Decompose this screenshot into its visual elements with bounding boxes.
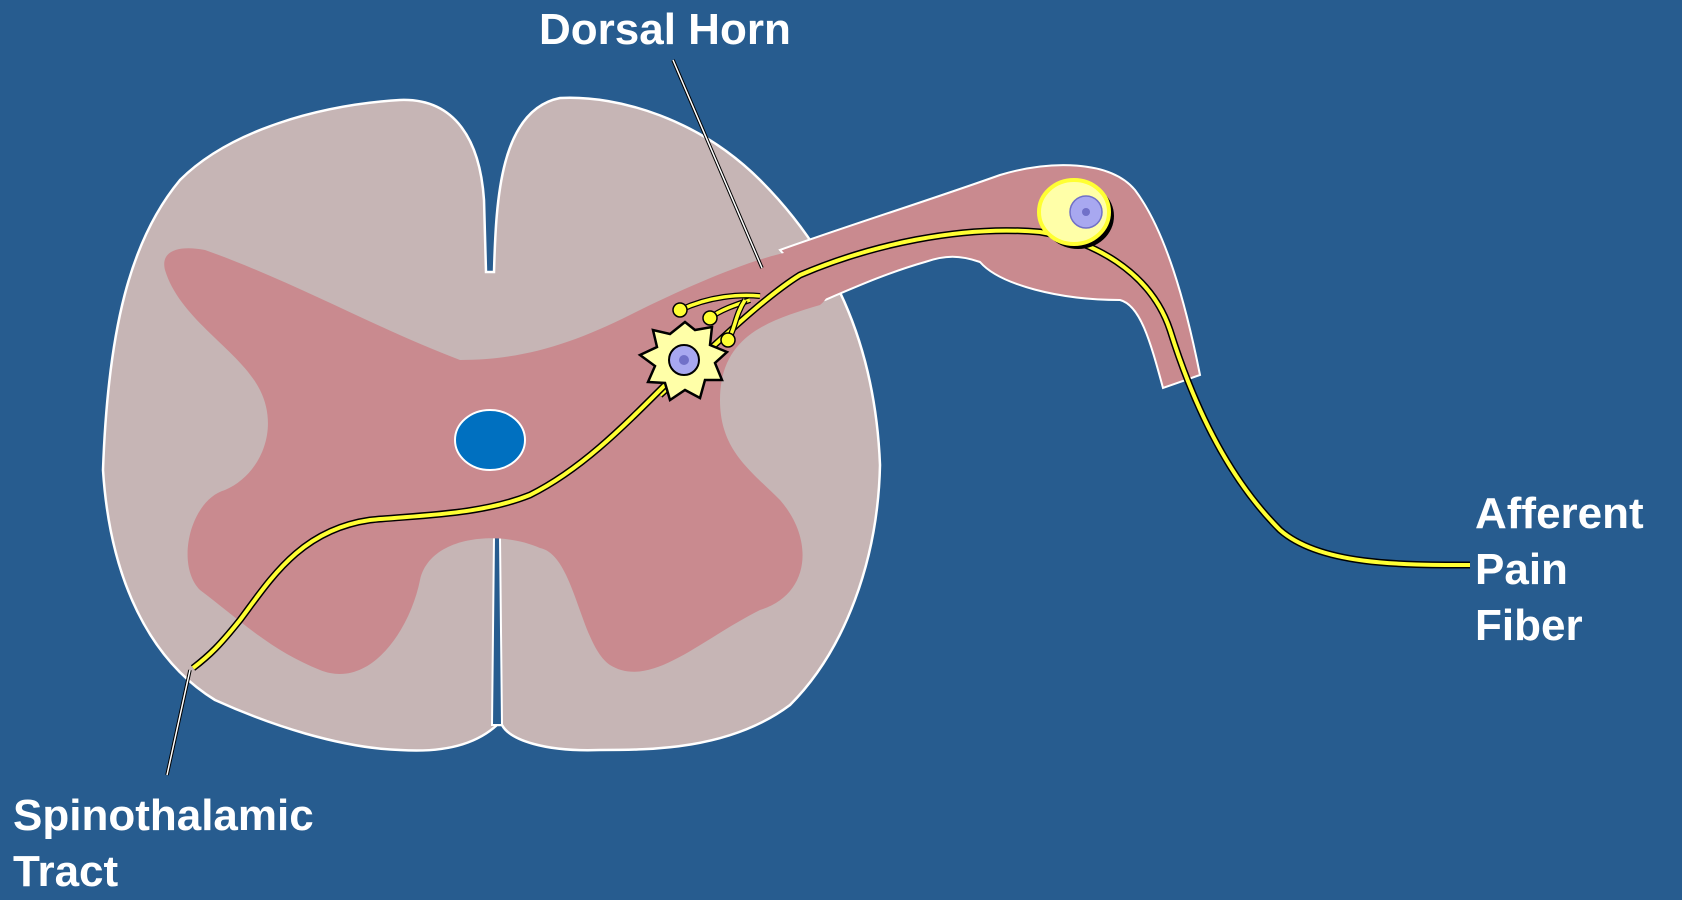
ventral-median-fissure <box>492 537 502 725</box>
spinothalamic-tract-label-line: Spinothalamic <box>13 788 314 844</box>
afferent-pain-fiber-label: Afferent Pain Fiber <box>1475 486 1644 654</box>
afferent-pain-fiber-label-line: Pain <box>1475 542 1644 598</box>
spinothalamic-tract-label: Spinothalamic Tract <box>13 788 314 900</box>
dorsal-horn-label: Dorsal Horn <box>539 2 791 58</box>
neuron-nucleolus <box>679 355 689 365</box>
afferent-pain-fiber-label-line: Afferent <box>1475 486 1644 542</box>
afferent-pain-fiber-label-line: Fiber <box>1475 598 1644 654</box>
central-canal <box>455 410 525 470</box>
spinothalamic-tract-label-line: Tract <box>13 844 314 900</box>
